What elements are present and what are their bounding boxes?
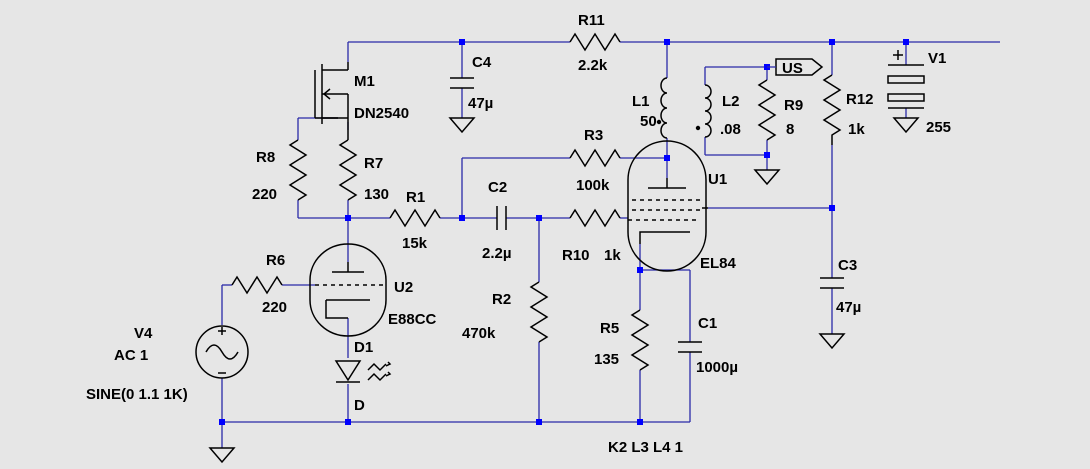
capacitor-c4: C4 47µ [450,54,493,112]
r10-name: R10 [562,247,590,264]
tube-u2: U2 E88CC [309,243,437,337]
v4-spec: SINE(0 1.1 1K) [86,386,188,403]
resistor-r9: R9 8 [757,79,803,141]
ground-v1 [892,117,920,134]
r6-value: 220 [262,299,287,316]
net-label-us: US [767,58,824,77]
c2-value: 2.2µ [482,245,512,262]
l1-value: 50 [640,113,657,130]
r9-name: R9 [784,97,803,114]
l2-value: .08 [720,121,741,138]
r9-value: 8 [786,121,794,138]
r11-name: R11 [578,12,605,29]
c4-name: C4 [472,54,492,71]
r5-name: R5 [600,320,619,337]
resistor-r2: R2 470k [462,281,549,343]
resistor-r7: R7 130 [338,130,389,203]
u2-value: E88CC [388,311,437,328]
r11-value: 2.2k [578,57,608,74]
c2-name: C2 [488,179,507,196]
ground-c4 [448,117,476,134]
capacitor-c2: C2 2.2µ [482,179,512,262]
spice-directive: K2 L3 L4 1 [608,439,683,456]
r3-value: 100k [576,177,610,194]
resistor-r8: R8 220 [252,139,308,203]
r2-value: 470k [462,325,496,342]
r3-name: R3 [584,127,603,144]
resistor-r12: R12 1k [822,74,874,145]
r10-value: 1k [604,247,621,264]
voltage-source-v4: V4 AC 1 SINE(0 1.1 1K) [86,325,249,403]
resistor-r5: R5 135 [594,309,650,371]
ground-main [208,447,236,464]
resistor-r1: R1 15k [389,189,441,252]
ground-symbols [208,117,920,464]
v4-name: V4 [134,325,153,342]
r7-value: 130 [364,186,389,203]
r12-name: R12 [846,91,874,108]
m1-name: M1 [354,73,375,90]
resistor-r6: R6 220 [231,252,287,316]
c1-value: 1000µ [696,359,738,376]
tube-u1: U1 EL84 [627,140,737,272]
us-label: US [782,60,803,77]
inductor-l2: L2 .08 [695,84,741,138]
ground-r9 [753,169,781,186]
c1-name: C1 [698,315,717,332]
r8-name: R8 [256,149,275,166]
v1-name: V1 [928,50,946,67]
r2-name: R2 [492,291,511,308]
l1-name: L1 [632,93,650,110]
r8-value: 220 [252,186,277,203]
u1-value: EL84 [700,255,737,272]
r7-name: R7 [364,155,383,172]
resistor-r10: R10 1k [562,208,621,264]
r1-name: R1 [406,189,425,206]
r1-value: 15k [402,235,428,252]
capacitor-c3: C3 47µ [820,257,861,316]
r5-value: 135 [594,351,619,368]
u2-name: U2 [394,279,413,296]
c4-value: 47µ [468,95,493,112]
d1-name: D1 [354,339,373,356]
inductor-l1: L1 50 [632,77,668,139]
resistor-r11: R11 2.2k [569,12,621,74]
capacitor-c1: C1 1000µ [678,315,738,376]
c3-value: 47µ [836,299,861,316]
led-d1: D1 D [334,339,392,414]
mosfet-m1: M1 DN2540 [314,62,409,130]
v1-value: 255 [926,119,951,136]
r12-value: 1k [848,121,865,138]
c3-name: C3 [838,257,857,274]
v4-value: AC 1 [114,347,148,364]
r6-name: R6 [266,252,285,269]
m1-value: DN2540 [354,105,409,122]
u1-name: U1 [708,171,727,188]
l2-name: L2 [722,93,740,110]
voltage-source-v1: V1 255 [887,50,951,136]
d1-value: D [354,397,365,414]
ground-c3 [818,333,846,350]
resistor-r3: R3 100k [569,127,621,194]
